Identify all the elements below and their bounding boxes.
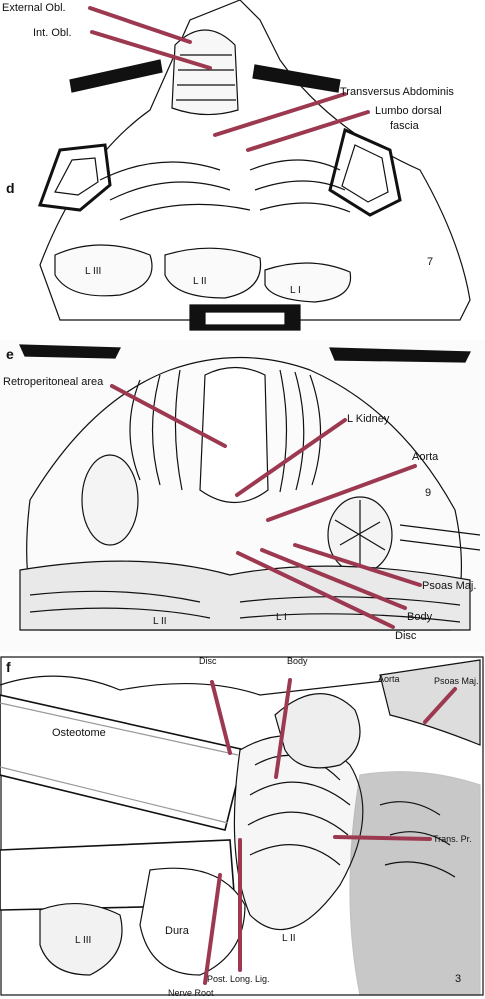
vertebra-l3: L III [85,266,102,277]
label-body: Body [407,611,433,623]
panel-d-letter: d [6,180,15,196]
leader-lumbo-dorsal [246,110,370,152]
vertebra-l2: L II [282,933,296,944]
panel-f-letter: f [6,659,11,675]
label-osteotome: Osteotome [52,727,106,739]
leader-psoas [423,687,457,724]
leader-aorta [266,464,417,522]
leader-external-obl [88,6,192,44]
label-psoas: Psoas Maj. [422,580,477,592]
leader-psoas [293,543,422,587]
leader-body [274,678,292,779]
label-aorta: Aorta [378,674,400,684]
leader-disc [210,680,232,755]
leader-nerve-root [203,873,222,985]
vertebra-l2: L II [193,276,207,287]
label-fascia: fascia [390,120,419,132]
panel-e-number: 9 [425,487,432,499]
label-int-obl: Int. Obl. [33,27,72,39]
panel-d: d External Obl. Int. Obl. Transversus Ab… [0,0,485,335]
vertebra-l2: L II [153,616,167,627]
leader-trans-pr [333,835,432,841]
vertebra-l1: L I [290,285,301,296]
panel-e: e Retroperitoneal area L Kidney Aorta 9 … [0,340,485,652]
label-disc: Disc [395,630,417,642]
panel-f-illustration [0,656,484,996]
panel-d-illustration [37,0,471,331]
label-aorta: Aorta [412,451,439,463]
leader-l-kidney [235,418,347,497]
label-external-obl: External Obl. [2,2,66,14]
label-retroperitoneal: Retroperitoneal area [3,376,104,388]
leader-disc [236,551,395,629]
leader-int-obl [90,30,212,70]
label-post-long-lig: Post. Long. Lig. [207,974,270,984]
panel-e-letter: e [6,346,14,362]
label-dura: Dura [165,925,189,937]
label-trans-pr: Trans. Pr. [433,834,472,844]
label-transversus: Transversus Abdominis [340,86,454,98]
label-psoas: Psoas Maj. [434,676,479,686]
vertebra-l1: L I [276,612,287,623]
label-lumbo-dorsal: Lumbo dorsal [375,105,442,117]
label-body: Body [287,656,308,666]
panel-e-illustration [19,344,481,631]
label-nerve-root: Nerve Root [168,988,214,998]
label-disc: Disc [199,656,217,666]
leader-retroperitoneal [110,384,227,448]
vertebra-l3: L III [75,935,92,946]
label-l-kidney: L Kidney [347,413,390,425]
panel-d-number: 7 [427,256,434,268]
leader-body [260,548,407,610]
panel-f: f Disc Body Aorta Psoas Maj. Osteotome T… [0,655,485,998]
leader-transversus [213,92,347,137]
panel-f-number: 3 [455,973,462,985]
